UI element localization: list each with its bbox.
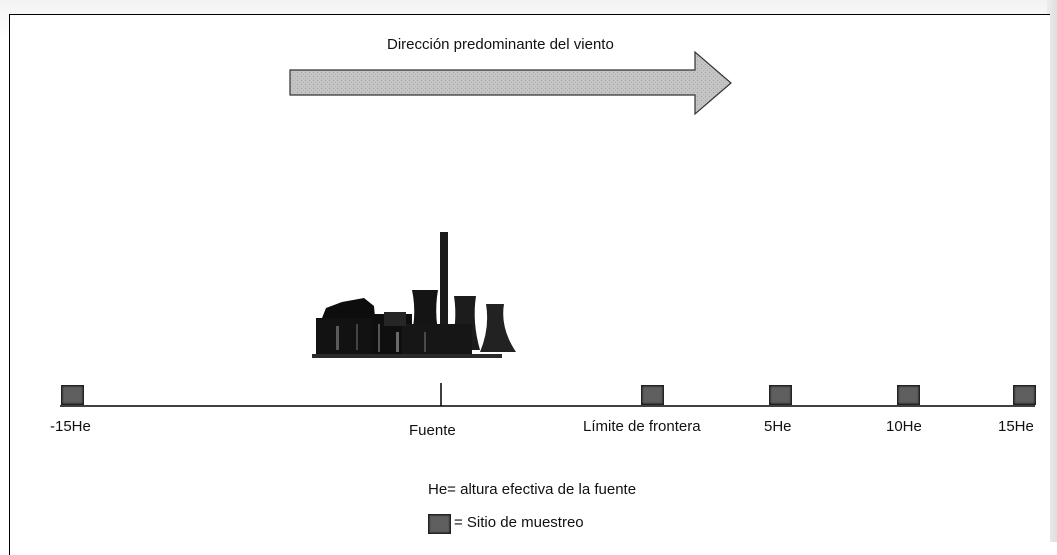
label-10he: 10He xyxy=(886,418,922,435)
wind-arrow-icon xyxy=(289,50,732,116)
power-plant-icon xyxy=(312,232,516,358)
label-boundary-limit: Límite de frontera xyxy=(583,418,701,435)
page-right-shade xyxy=(1047,0,1057,542)
legend-sampling-site-icon xyxy=(428,514,451,534)
label-15he: 15He xyxy=(998,418,1034,435)
sampling-site-icon xyxy=(641,385,664,405)
wind-direction-label: Dirección predominante del viento xyxy=(387,36,614,53)
sampling-site-icon xyxy=(897,385,920,405)
sampling-site-icon xyxy=(61,385,84,405)
legend-he-definition: He= altura efectiva de la fuente xyxy=(428,481,637,498)
legend-sampling-site-label: = Sitio de muestreo xyxy=(454,514,584,531)
label-minus-15he: -15He xyxy=(50,418,91,435)
label-source: Fuente xyxy=(409,422,456,439)
label-5he: 5He xyxy=(764,418,792,435)
sampling-site-icon xyxy=(769,385,792,405)
sampling-site-icon xyxy=(1013,385,1036,405)
distance-axis xyxy=(60,383,1035,407)
diagram-frame xyxy=(9,14,1050,555)
